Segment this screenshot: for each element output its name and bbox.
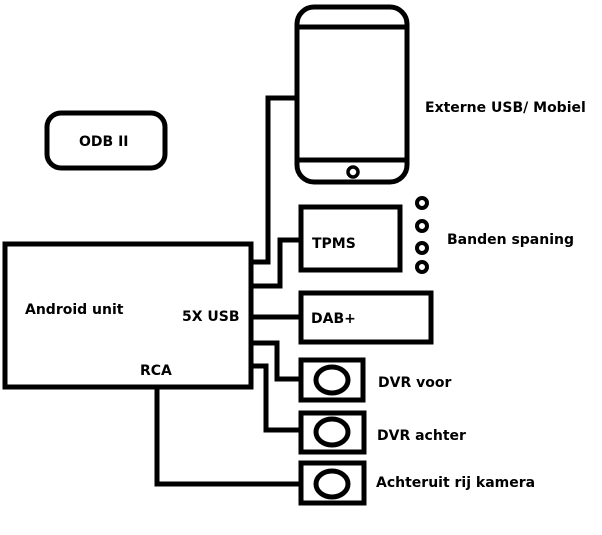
wire-dvr-rear <box>251 363 301 433</box>
wire-dvr-front <box>251 340 301 382</box>
dab-label: DAB+ <box>311 311 356 327</box>
odb-box <box>44 110 168 171</box>
tire-sensor-icons <box>415 196 429 274</box>
connection-wires <box>154 95 301 487</box>
tpms-label: TPMS <box>312 236 356 252</box>
odb-label: ODB II <box>79 134 129 150</box>
dvr-rear-camera-icon <box>298 410 367 455</box>
rca-label: RCA <box>140 363 172 379</box>
wire-reverse-cam <box>154 387 301 487</box>
usb-label: 5X USB <box>182 309 240 325</box>
dvr-front-camera-icon <box>298 357 366 403</box>
wire-tpms <box>251 237 301 289</box>
dvr-front-label: DVR voor <box>378 375 452 391</box>
dvr-rear-label: DVR achter <box>377 428 466 444</box>
android-label: Android unit <box>25 302 124 318</box>
wire-phone <box>251 95 297 265</box>
tires-label: Banden spaning <box>447 232 574 248</box>
phone-icon <box>294 4 410 185</box>
reverse-cam-label: Achteruit rij kamera <box>376 475 536 491</box>
phone-label: Externe USB/ Mobiel <box>425 100 586 116</box>
reverse-camera-icon <box>298 460 367 506</box>
